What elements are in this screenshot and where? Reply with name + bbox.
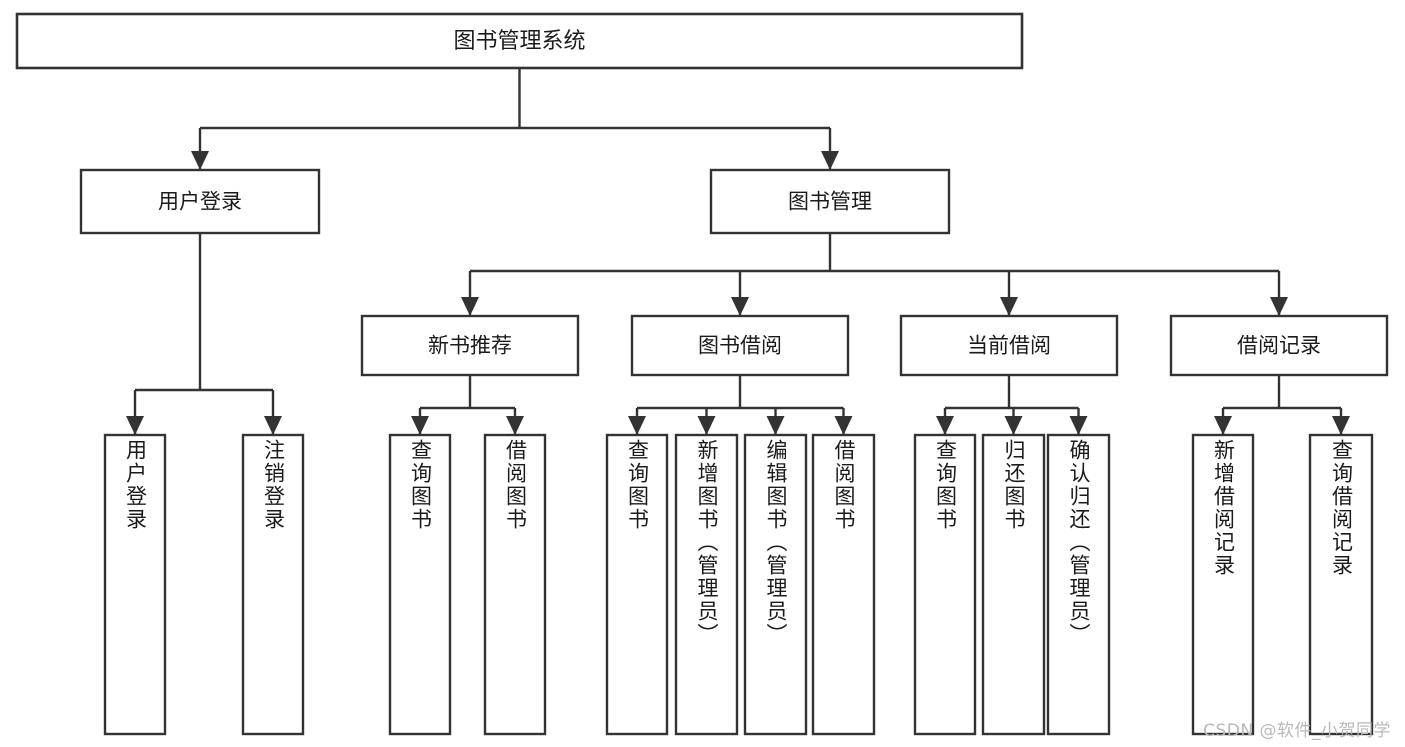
node-box-leaf-query-record[interactable] xyxy=(1308,433,1374,736)
arrow-head-icon xyxy=(1270,297,1288,316)
arrow-head-icon xyxy=(1069,416,1088,435)
node-box-leaf-add-record[interactable] xyxy=(1191,433,1255,736)
arrow-head-icon xyxy=(1214,416,1232,435)
node-box-book-manage[interactable] xyxy=(709,168,951,235)
arrow-head-icon xyxy=(766,416,785,435)
arrow-head-icon xyxy=(126,416,144,435)
arrow-head-icon xyxy=(1004,416,1023,435)
node-box-current-borrow[interactable] xyxy=(899,314,1119,377)
node-box-leaf-query-book-cur[interactable] xyxy=(913,433,977,736)
node-box-leaf-confirm-return[interactable] xyxy=(1046,433,1111,736)
arrow-head-icon xyxy=(1332,416,1350,435)
node-box-leaf-logout[interactable] xyxy=(241,433,305,736)
node-box-borrow-record[interactable] xyxy=(1169,314,1389,377)
node-label-current-borrow: 当前借阅 xyxy=(967,334,1051,358)
node-box-leaf-add-book[interactable] xyxy=(674,433,739,736)
node-label-book-borrow: 图书借阅 xyxy=(698,334,782,358)
node-label-user-login: 用户登录 xyxy=(158,190,242,214)
node-label-book-manage: 图书管理 xyxy=(788,190,872,214)
node-box-leaf-user-login[interactable] xyxy=(103,433,167,736)
boxes-layer xyxy=(15,12,1389,736)
arrow-head-icon xyxy=(1000,297,1018,316)
node-box-root[interactable] xyxy=(15,12,1024,70)
arrow-head-icon xyxy=(936,416,954,435)
node-box-user-login[interactable] xyxy=(79,168,321,235)
arrow-head-icon xyxy=(731,297,749,316)
arrow-head-icon xyxy=(264,416,282,435)
node-box-leaf-borrow-book-rec[interactable] xyxy=(483,433,547,736)
node-box-leaf-borrow-book[interactable] xyxy=(811,433,876,736)
arrow-head-icon xyxy=(834,416,853,435)
arrow-head-icon xyxy=(506,416,524,435)
node-box-new-book-rec[interactable] xyxy=(360,314,580,377)
arrow-head-icon xyxy=(821,151,839,170)
node-box-leaf-edit-book[interactable] xyxy=(743,433,808,736)
node-box-leaf-return-book[interactable] xyxy=(981,433,1046,736)
node-box-leaf-query-book-rec[interactable] xyxy=(388,433,452,736)
arrow-head-icon xyxy=(628,416,646,435)
node-label-root: 图书管理系统 xyxy=(453,29,585,54)
node-box-book-borrow[interactable] xyxy=(630,314,850,377)
arrow-head-icon xyxy=(191,151,209,170)
node-box-leaf-query-book[interactable] xyxy=(605,433,669,736)
node-label-new-book-rec: 新书推荐 xyxy=(428,334,512,358)
node-label-borrow-record: 借阅记录 xyxy=(1237,334,1321,358)
watermark: CSDN @软件_小贺同学 xyxy=(1203,721,1391,741)
arrow-head-icon xyxy=(461,297,479,316)
arrow-head-icon xyxy=(697,416,716,435)
arrow-head-icon xyxy=(411,416,429,435)
edges-layer xyxy=(126,68,1350,435)
